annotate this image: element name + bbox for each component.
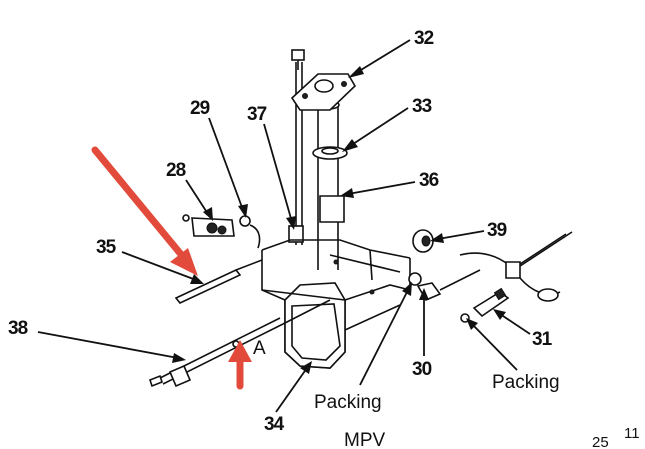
callout-39: 39 <box>487 220 507 241</box>
page-number-11: 11 <box>624 425 640 442</box>
part-31-sensor <box>460 287 510 323</box>
part-39-plug <box>412 229 434 253</box>
part-36-lever <box>288 195 345 243</box>
callout-36: 36 <box>419 170 439 191</box>
callout-28: 28 <box>166 160 186 181</box>
part-28-bracket <box>182 214 235 237</box>
part-33-seal <box>312 146 348 160</box>
part-32-cover-plate <box>290 73 357 111</box>
callout-30: 30 <box>412 359 432 380</box>
callout-34: 34 <box>264 414 285 435</box>
part-30-switch <box>408 269 481 302</box>
packing-label-center: Packing <box>314 392 382 413</box>
mpv-label: MPV <box>344 430 386 449</box>
callout-33: 33 <box>412 96 432 117</box>
callout-38: 38 <box>8 318 28 339</box>
part-38-shift-rod <box>149 299 331 388</box>
annotation-arrow-diagonal <box>91 146 198 276</box>
callout-29: 29 <box>190 98 210 119</box>
page-number-25: 25 <box>592 434 609 449</box>
callout-35: 35 <box>96 237 117 258</box>
callout-31: 31 <box>532 329 553 350</box>
part-34-housing <box>261 239 411 369</box>
wiring-harness <box>459 231 573 302</box>
part-29-clip <box>239 215 261 249</box>
callout-37: 37 <box>247 104 267 125</box>
callout-32: 32 <box>414 28 434 49</box>
part-35-rod <box>174 259 263 304</box>
annotation-arrow-up <box>228 340 252 390</box>
leader-lines <box>37 39 531 413</box>
callout-A: A <box>253 338 266 359</box>
packing-label-right: Packing <box>492 372 560 393</box>
